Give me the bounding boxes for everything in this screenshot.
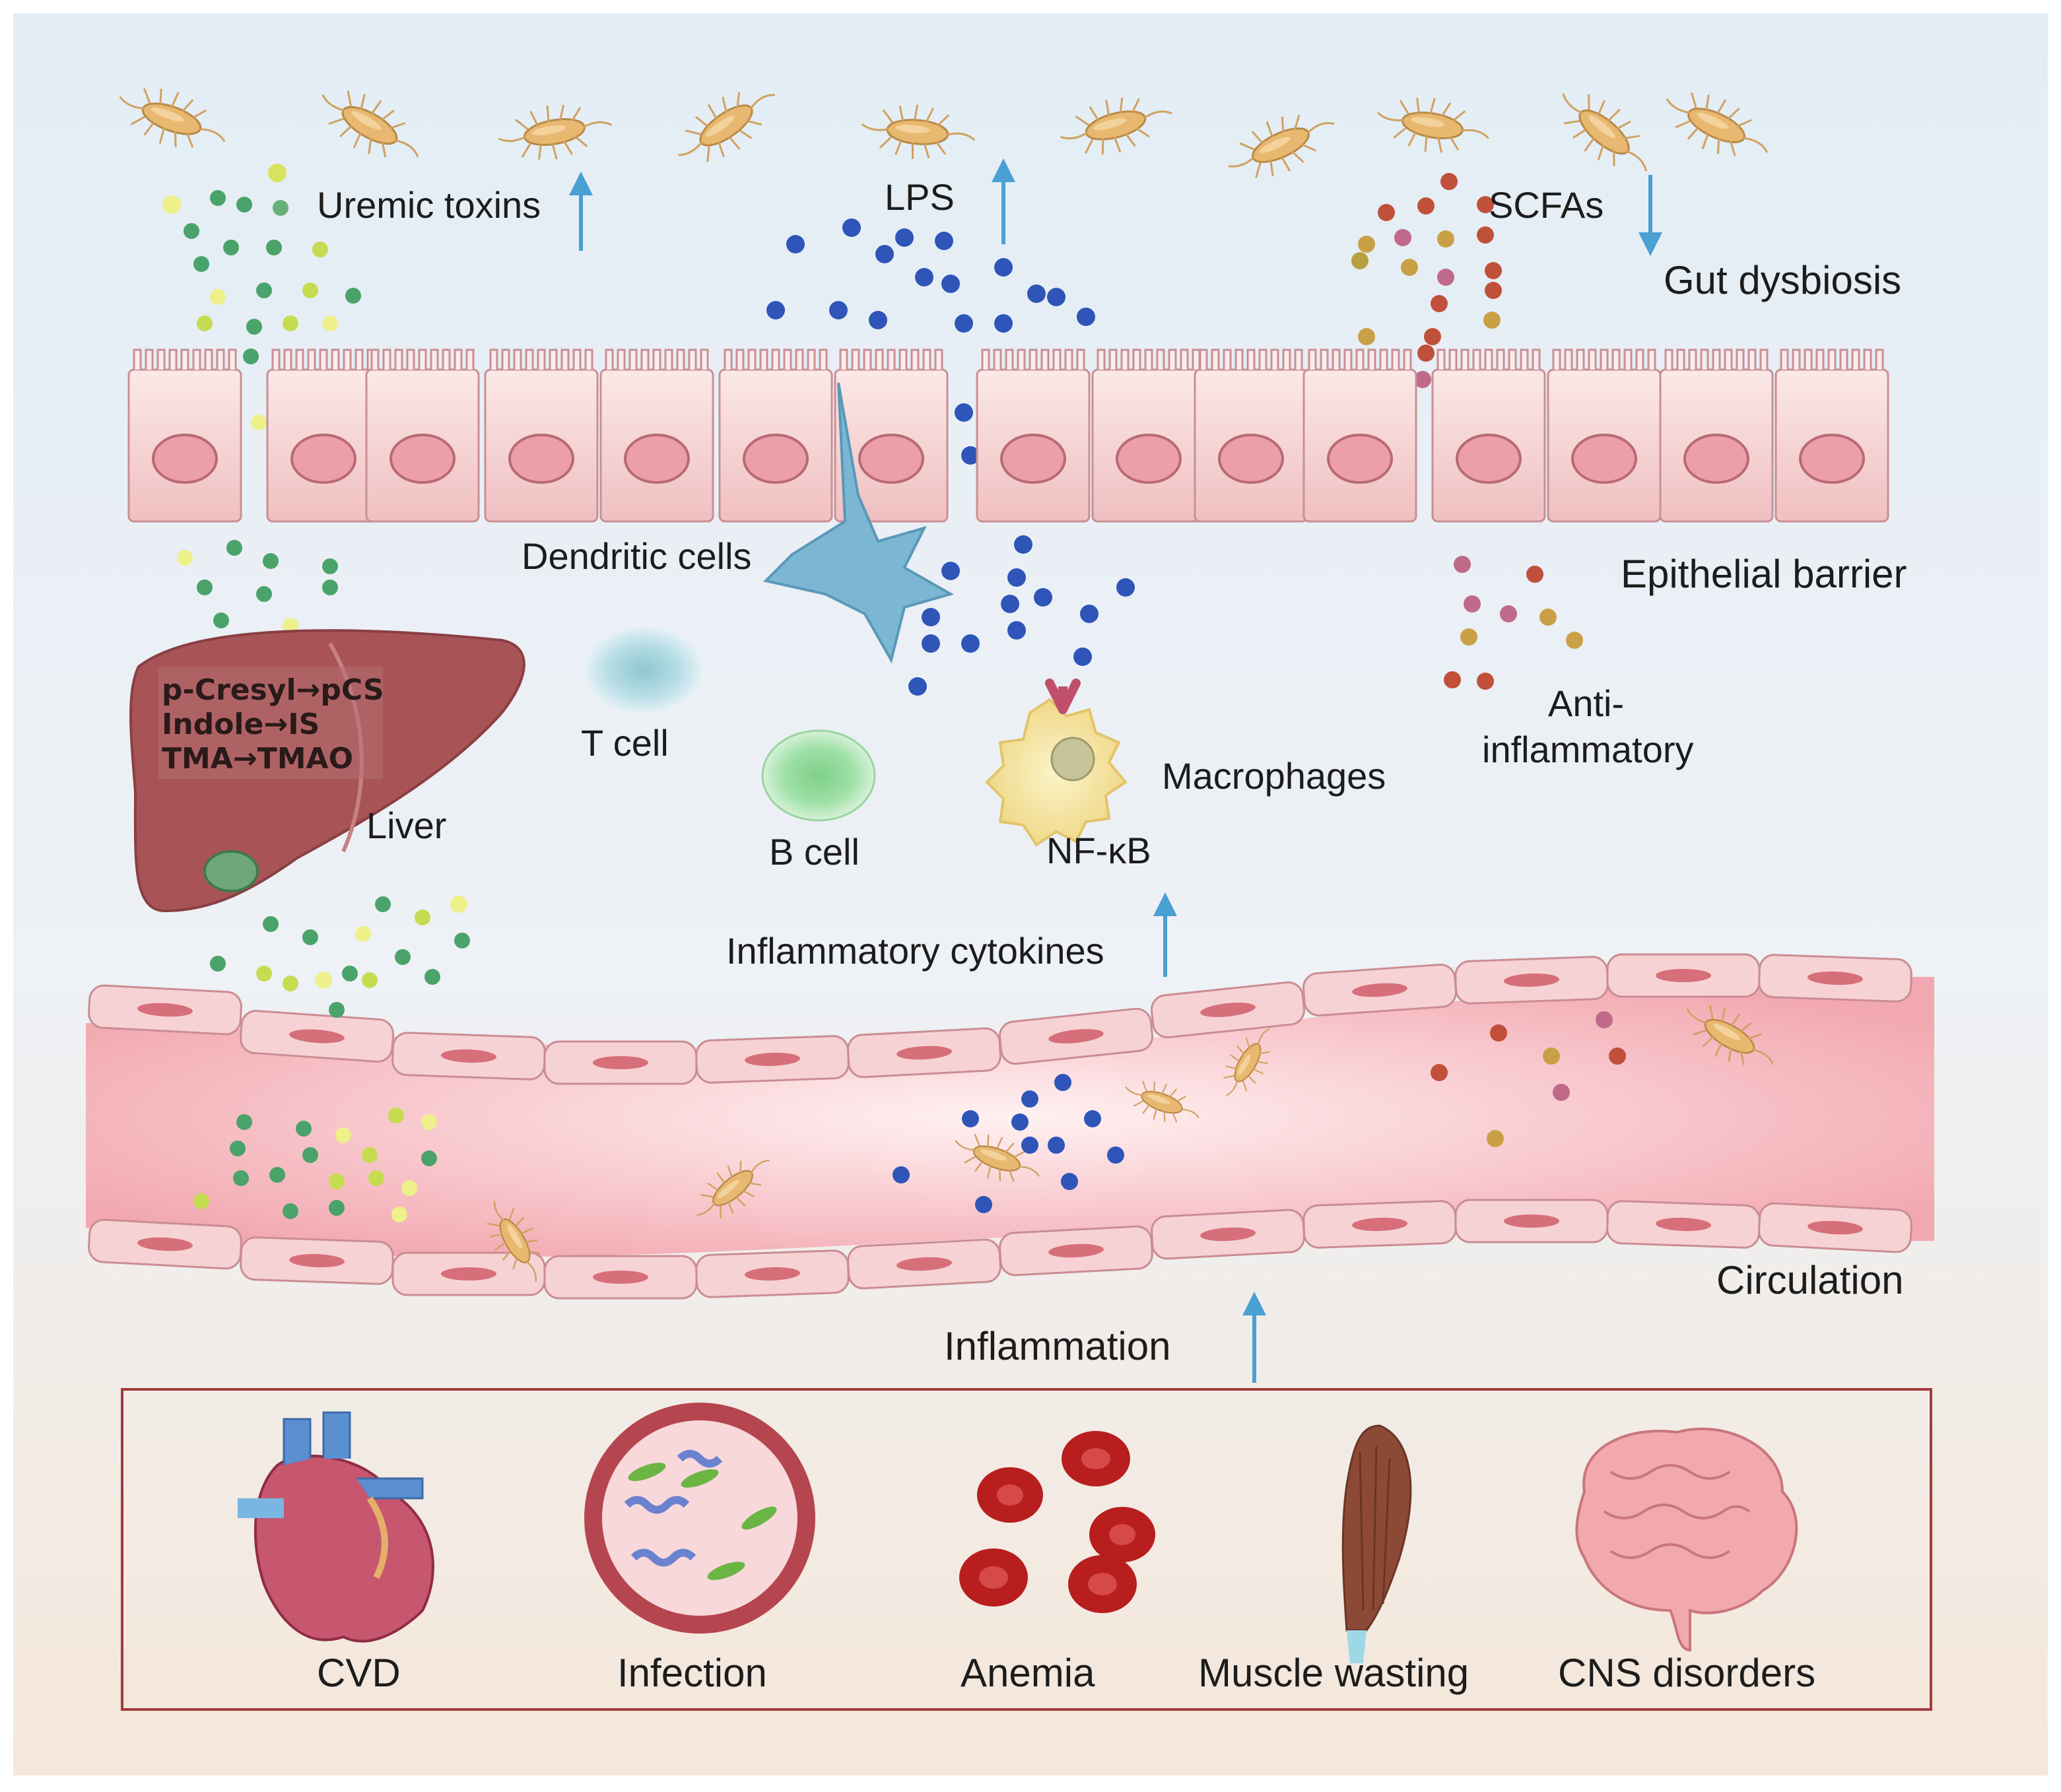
t-cell-icon xyxy=(586,627,702,713)
lps-label: LPS xyxy=(885,176,955,218)
lps-particles xyxy=(766,218,1135,696)
inflammation-label: Inflammation xyxy=(944,1324,1170,1368)
liver-icon xyxy=(129,629,525,913)
circulation-label: Circulation xyxy=(1716,1258,1903,1302)
disease-label-infection: Infection xyxy=(617,1651,767,1695)
epithelial-barrier xyxy=(127,348,1889,523)
dendritic-cell-icon xyxy=(763,382,955,664)
anti-inflammatory-label-line1: Anti- xyxy=(1548,682,1624,724)
anti-inflammatory-label-line2: inflammatory xyxy=(1482,729,1694,770)
nfkb-label: NF-κB xyxy=(1046,830,1151,871)
b-cell-label: B cell xyxy=(769,831,860,873)
epithelial-barrier-label: Epithelial barrier xyxy=(1621,552,1907,596)
liver-conversion-line2: Indole→IS xyxy=(162,708,320,741)
dendritic-cells-label: Dendritic cells xyxy=(522,535,752,577)
macrophage-icon xyxy=(985,679,1128,847)
brain-icon xyxy=(1575,1427,1798,1652)
liver-conversion-line1: p-Cresyl→pCS xyxy=(162,673,384,707)
liver-output-particles xyxy=(210,896,470,1018)
inflammatory-cytokines-label: Inflammatory cytokines xyxy=(726,930,1104,972)
liver-conversion-line3: TMA→TMAO xyxy=(162,742,353,776)
t-cell-label: T cell xyxy=(581,722,669,764)
muscle-icon xyxy=(1341,1424,1412,1663)
disease-panel-frame xyxy=(121,1388,1932,1711)
heart-icon xyxy=(238,1411,434,1643)
disease-label-cns-disorders: CNS disorders xyxy=(1558,1651,1815,1695)
liver-label: Liver xyxy=(366,805,446,846)
b-cell-icon xyxy=(761,729,876,822)
infection-icon xyxy=(584,1403,815,1634)
blood-vessel xyxy=(86,953,1934,1300)
scfas-label: SCFAs xyxy=(1489,184,1604,226)
scfa-particles xyxy=(1351,173,1583,690)
disease-label-cvd: CVD xyxy=(317,1651,401,1695)
red-blood-cells-icon xyxy=(959,1431,1155,1613)
uremic-toxin-particles xyxy=(162,164,361,634)
disease-label-anemia: Anemia xyxy=(961,1651,1095,1695)
gut-dysbiosis-label: Gut dysbiosis xyxy=(1664,258,1901,302)
uremic-toxins-label: Uremic toxins xyxy=(317,184,541,226)
macrophages-label: Macrophages xyxy=(1162,755,1386,797)
arrows xyxy=(569,158,1662,1383)
disease-label-muscle-wasting: Muscle wasting xyxy=(1198,1651,1469,1695)
